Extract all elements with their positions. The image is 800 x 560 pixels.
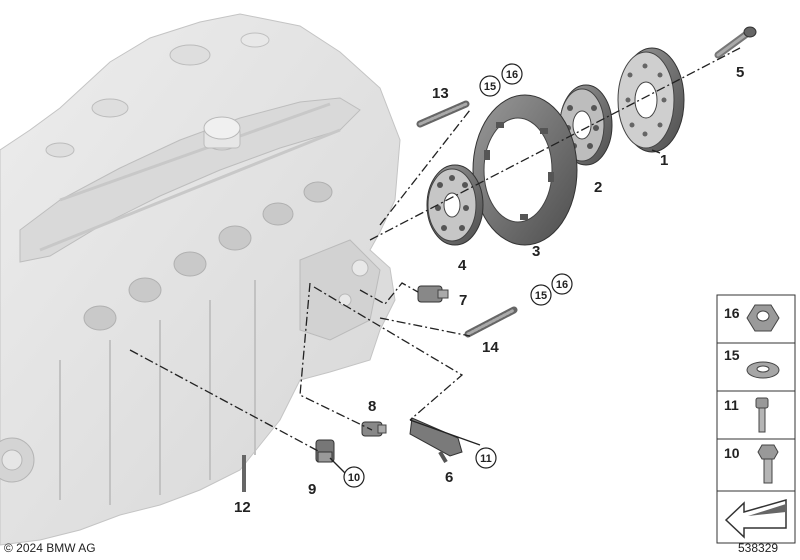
callout-14: 14 [482, 339, 499, 356]
callout-13: 13 [432, 85, 449, 102]
part-sensor-9 [315, 439, 335, 463]
callout-16-top: 16 [506, 69, 518, 81]
legend-10: 10 [724, 445, 740, 461]
legend-16: 16 [724, 305, 740, 321]
part-stud-14 [464, 306, 518, 338]
callout-6: 6 [445, 469, 453, 486]
leader-lines [129, 47, 741, 476]
callout-5: 5 [736, 64, 744, 81]
part-sensor-8 [361, 421, 387, 437]
part-reluctor-ring [472, 94, 578, 246]
callout-3: 3 [532, 243, 540, 260]
callout-9: 9 [308, 481, 316, 498]
socket-bolt-icon [755, 397, 769, 433]
callout-15-top: 15 [484, 81, 496, 93]
legend-11: 11 [724, 397, 739, 413]
callout-15-mid: 15 [535, 290, 547, 302]
callout-10: 10 [348, 472, 360, 484]
nut-icon [746, 304, 780, 332]
copyright-text: © 2024 BMW AG [4, 541, 96, 555]
part-bolt-5 [714, 26, 757, 59]
hex-bolt-icon [757, 444, 779, 484]
callout-7: 7 [459, 292, 467, 309]
callout-12: 12 [234, 499, 251, 516]
washer-icon [746, 361, 780, 379]
callout-16-mid: 16 [556, 279, 568, 291]
legend-15: 15 [724, 347, 740, 363]
engine-block [0, 13, 401, 546]
callout-1: 1 [660, 152, 668, 169]
callout-labels: 1 2 3 4 5 6 7 8 9 12 13 14 10 11 15 16 1… [234, 63, 744, 516]
part-flywheel [617, 47, 685, 153]
part-sensor-7 [417, 285, 449, 303]
part-stud-13 [416, 100, 470, 128]
diagram-number: 538329 [738, 541, 778, 555]
arrow-symbol-icon [724, 499, 787, 539]
callout-2: 2 [594, 179, 602, 196]
part-signal-disc [426, 164, 484, 246]
callout-8: 8 [368, 398, 376, 415]
callout-4: 4 [458, 257, 467, 274]
part-bracket-6 [409, 417, 463, 464]
legend-panel: 16 15 11 10 [716, 294, 796, 544]
callout-11: 11 [480, 453, 492, 465]
